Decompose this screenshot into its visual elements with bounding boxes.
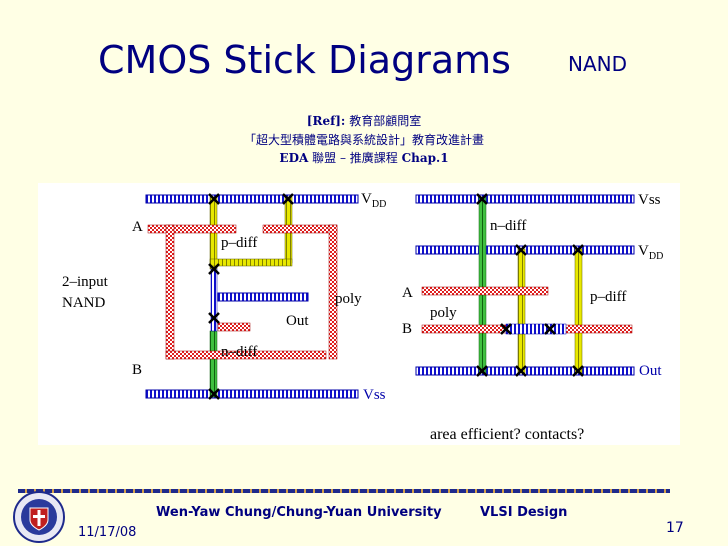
reference-line-2: 「超大型積體電路與系統設計」教育改進計畫	[243, 133, 484, 147]
right-pdiff-1	[517, 248, 526, 374]
right-crossing-metal	[505, 323, 567, 335]
university-logo-icon	[13, 491, 65, 543]
right-a-label: A	[402, 285, 413, 301]
left-out-metal	[217, 292, 309, 302]
left-a-label: A	[132, 219, 143, 235]
right-stick-diagram: Vss VDD A B n–diff p–diff poly Out	[402, 192, 663, 379]
right-b-label: B	[402, 321, 412, 337]
slide-title: CMOS Stick Diagrams	[98, 38, 511, 82]
reference-line-1: [Ref]: 教育部顧問室	[0, 112, 728, 129]
left-vss-rail	[145, 389, 359, 399]
gate-name-line-1: 2–input	[62, 274, 109, 290]
left-poly-a	[147, 224, 327, 360]
right-pdiff-label: p–diff	[590, 289, 626, 305]
ref-org: 教育部顧問室	[349, 114, 422, 128]
left-poly-label: poly	[335, 291, 362, 307]
left-stick-diagram: VDD Vss A B p–diff n–diff poly Out 2–inp…	[62, 191, 386, 403]
left-vdd-label: VDD	[361, 191, 386, 210]
right-vss-label: Vss	[638, 192, 661, 208]
left-ndiff-label: n–diff	[221, 344, 257, 360]
right-vdd-label: VDD	[638, 243, 663, 262]
right-vss-rail	[415, 194, 635, 204]
gate-name-line-2: NAND	[62, 295, 105, 311]
footer-page-number: 17	[666, 520, 684, 536]
reference-line-3: EDA 聯盟 – 推廣課程 Chap.1	[0, 149, 728, 166]
ref-tag: [Ref]:	[306, 114, 346, 128]
right-poly-a	[421, 286, 549, 296]
right-out-label: Out	[639, 363, 662, 379]
stick-diagram: VDD Vss A B p–diff n–diff poly Out 2–inp…	[38, 183, 680, 445]
right-contacts	[476, 193, 584, 377]
left-ndiff	[209, 330, 218, 398]
left-vss-label: Vss	[363, 387, 386, 403]
footer-course: VLSI Design	[480, 505, 568, 520]
left-out-label: Out	[286, 313, 309, 329]
left-pdiff-label: p–diff	[221, 235, 257, 251]
diagram-background	[38, 183, 680, 445]
right-ndiff-label: n–diff	[490, 218, 526, 234]
footer-date: 11/17/08	[78, 525, 137, 540]
ref-chapter: Chap.1	[401, 151, 449, 165]
ref-eda: EDA	[279, 151, 309, 165]
ref-course: 聯盟 – 推廣課程	[312, 151, 398, 165]
slide-subtitle: NAND	[568, 52, 628, 76]
footer-divider	[18, 489, 670, 493]
right-poly-label: poly	[430, 305, 457, 321]
diagram-question: area efficient? contacts?	[430, 426, 584, 443]
left-b-label: B	[132, 362, 142, 378]
left-contacts	[208, 193, 294, 400]
right-pdiff-2	[574, 248, 583, 374]
footer-author: Wen-Yaw Chung/Chung-Yuan University	[156, 505, 442, 520]
right-ndiff	[478, 196, 487, 374]
left-poly-b	[217, 224, 338, 360]
left-vdd-rail	[145, 194, 359, 204]
